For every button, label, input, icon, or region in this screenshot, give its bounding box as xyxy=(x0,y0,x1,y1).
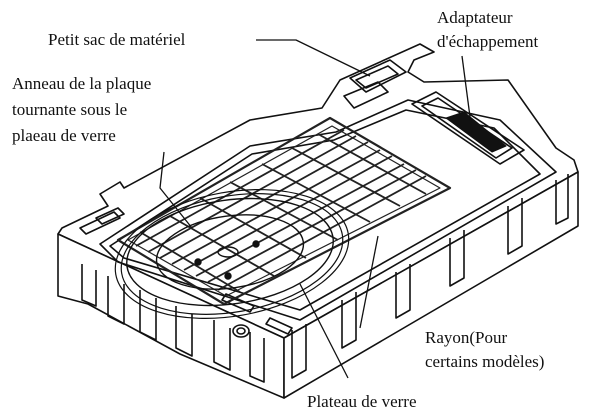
label-exhaust-adapter-line1: Adaptateur xyxy=(437,8,513,27)
top-face-slots xyxy=(79,207,293,338)
leader-rack xyxy=(359,235,379,329)
label-ring-line3: plaeau de verre xyxy=(12,126,116,145)
leader-exhaust-adapter xyxy=(461,55,473,133)
label-rack-line1: Rayon(Pour xyxy=(425,328,508,347)
label-exhaust-adapter-line2: d'échappement xyxy=(437,32,539,51)
foam-block-right-face xyxy=(283,171,579,399)
exhaust-adapter-compartment xyxy=(411,91,525,165)
label-glass-tray: Plateau de verre xyxy=(307,392,417,411)
glass-tray xyxy=(114,188,350,320)
turntable-ring xyxy=(126,197,334,307)
leader-turntable-ring xyxy=(159,151,193,229)
label-material-bag: Petit sac de matériel xyxy=(48,30,186,49)
leader-lines xyxy=(159,39,473,379)
leader-material-bag xyxy=(256,39,371,77)
leader-glass-tray xyxy=(299,283,349,379)
label-ring-line1: Anneau de la plaque xyxy=(12,74,152,93)
main-cavity-outline xyxy=(99,99,557,321)
label-ring-line2: tournante sous le xyxy=(12,100,128,119)
label-rack-line2: certains modèles) xyxy=(425,352,545,371)
material-bag-compartment xyxy=(343,59,407,109)
